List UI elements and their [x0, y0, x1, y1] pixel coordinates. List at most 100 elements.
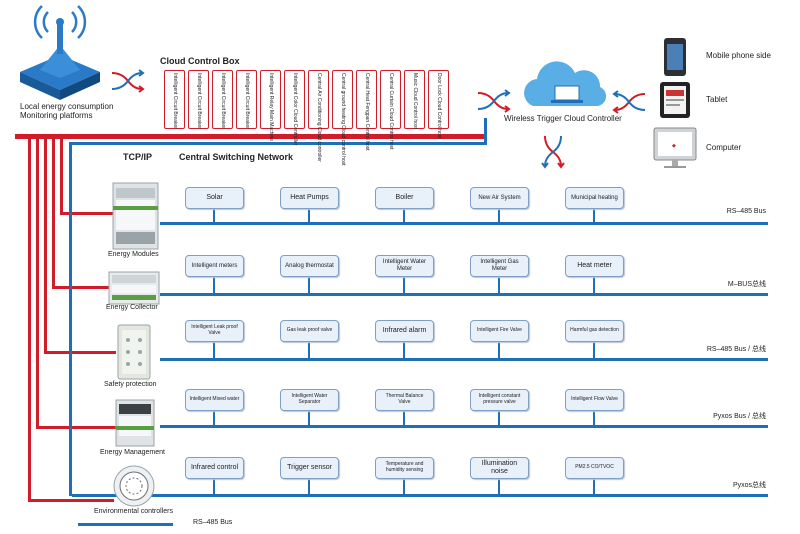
box-stem [403, 342, 405, 358]
cloud-card: Intelligent Circuit Breaker [164, 70, 185, 129]
sync-arrows-icon [612, 90, 646, 114]
platform-label-line2: Monitoring platforms [20, 111, 93, 120]
subsystem-box: Heat Pumps [280, 187, 339, 209]
main-blue-trunk [70, 142, 485, 145]
box-stem [213, 479, 215, 494]
subsystem-box: Gas leak proof valve [280, 320, 339, 342]
trunk-to-cloud [484, 118, 487, 145]
box-stem [213, 277, 215, 293]
cloud-card: Door Lock Cloud Control host [428, 70, 449, 139]
box-stem [498, 411, 500, 425]
subsystem-box: Harmful gas detection [565, 320, 624, 342]
subsystem-box: Illumination noise [470, 457, 529, 479]
cloud-card-label: Door Lock Cloud Control host [435, 73, 442, 139]
box-stem [403, 209, 405, 222]
box-stem [498, 209, 500, 222]
client-computer-label: Computer [706, 143, 742, 152]
box-stem [213, 342, 215, 358]
subsystem-box: Intelligent Gas Meter [470, 255, 529, 277]
subsystem-box: PM2.5 CO/TVOC [565, 457, 624, 479]
subsystem-box: Intelligent Flow Valve [565, 389, 624, 411]
cloud-card: Intelligent Relay Main Machine [260, 70, 281, 141]
subsystem-box: Intelligent meters [185, 255, 244, 277]
box-stem [403, 479, 405, 494]
central-network-label: Central Switching Network [179, 152, 294, 162]
cloud-card: Intelligent Circuit Breaker [212, 70, 233, 129]
bus-label: Pyxos Bus / 总线 [713, 413, 766, 420]
bus-label: RS–485 Bus / 总线 [706, 346, 766, 353]
client-tablet-label: Tablet [706, 95, 728, 104]
cloud-card-label: Central ground heating Cloud control hos… [339, 73, 346, 166]
device-label: Safety protection [104, 381, 157, 388]
box-stem [403, 411, 405, 425]
subsystem-box: Intelligent Water Separator [280, 389, 339, 411]
box-stem [308, 342, 310, 358]
subsystem-box: Temperature and humidity sensing [375, 457, 434, 479]
red-risers [28, 138, 63, 501]
subsystem-box: Analog thermostat [280, 255, 339, 277]
cloud-card-label: Central Heat Fengpan Control host [363, 73, 370, 151]
subsystem-box: Intelligent Mixed water [185, 389, 244, 411]
subsystem-box: Infrared control [185, 457, 244, 479]
cloud-card: Music Cloud Control host [404, 70, 425, 129]
cloud-card: Central Air Conditioning Cloud controlle… [308, 70, 329, 162]
safety-protection-device [117, 324, 151, 380]
sync-arrows-icon [477, 89, 511, 113]
box-stem [498, 277, 500, 293]
device-label: Environmental controllers [94, 508, 173, 515]
subsystem-box: Thermal Balance Valve [375, 389, 434, 411]
subsystem-box: Trigger sensor [280, 457, 339, 479]
box-stem [403, 277, 405, 293]
wireless-label: Wireless Trigger Cloud Controller [504, 114, 622, 123]
legend-label: RS–485 Bus [193, 519, 233, 526]
tablet-icon [660, 82, 690, 118]
subsystem-box: Heat meter [565, 255, 624, 277]
cloud-card-label: Intelligent Circuit Breaker [219, 73, 226, 129]
cloud-card: Intelligent Color Cloud Controller [284, 70, 305, 145]
box-stem [213, 411, 215, 425]
sync-arrows-icon [541, 135, 565, 169]
bus-lines [72, 222, 768, 497]
subsystem-box: Infrared alarm [375, 320, 434, 342]
subsystem-box: Boiler [375, 187, 434, 209]
device-label: Energy Management [100, 449, 165, 456]
subsystem-box: New Air System [470, 187, 529, 209]
subsystem-box: Intelligent constant pressure valve [470, 389, 529, 411]
cloud-card-label: Intelligent Color Cloud Controller [291, 73, 298, 146]
box-stem [308, 209, 310, 222]
cloud-card-label: Music Cloud Control host [411, 73, 418, 129]
subsystem-box: Municipal heating [565, 187, 624, 209]
cloud-card-label: Central Air Conditioning Cloud controlle… [315, 73, 322, 162]
red-taps [28, 212, 116, 502]
cloud-card: Central Heat Fengpan Control host [356, 70, 377, 151]
tcpip-label: TCP/IP [123, 152, 153, 162]
platform-label-line1: Local energy consumption [20, 102, 114, 111]
device-label: Energy Collector [106, 304, 158, 311]
box-stem [213, 209, 215, 222]
cloud-card: Intelligent Circuit Breaker [188, 70, 209, 129]
energy-collector-device [108, 271, 160, 305]
svg-text:◆: ◆ [672, 143, 676, 149]
bus-label: Pyxos总线 [732, 482, 766, 489]
cloud-card-label: Intelligent Circuit Breaker [195, 73, 202, 129]
cloud-card-label: Intelligent Circuit Breaker [243, 73, 250, 129]
cloud-card: Intelligent Circuit Breaker [236, 70, 257, 129]
smartphone-icon [664, 38, 686, 76]
box-stem [498, 342, 500, 358]
sync-arrows-icon [111, 69, 145, 93]
energy-modules-device [112, 182, 159, 250]
subsystem-box: Intelligent Leak proof Valve [185, 320, 244, 342]
box-stem [593, 209, 595, 222]
environmental-controller-device [113, 465, 155, 507]
subsystem-box: Solar [185, 187, 244, 209]
wireless-tower-icon [20, 5, 100, 100]
subsystem-box: Intelligent Fire Valve [470, 320, 529, 342]
box-stem [593, 479, 595, 494]
bus-label: RS–485 Bus [726, 208, 766, 215]
box-stem [593, 411, 595, 425]
cloud-card: Central Curtain Cloud Control host [380, 70, 401, 149]
cloud-card-label: Intelligent Relay Main Machine [267, 73, 274, 142]
main-red-trunk [15, 134, 485, 139]
legend-line [78, 523, 173, 526]
